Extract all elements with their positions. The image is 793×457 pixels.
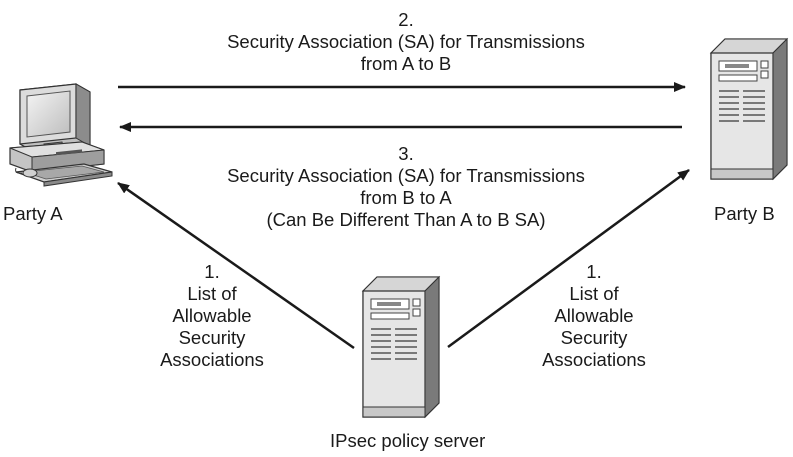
edge-label-line: Allowable [554, 305, 634, 326]
edge-label-line: (Can Be Different Than A to B SA) [266, 209, 546, 230]
edge-label-a-to-b: 2. Security Association (SA) for Transmi… [196, 9, 616, 75]
edge-label-line: Associations [160, 349, 264, 370]
desktop-computer-icon [9, 83, 113, 187]
edge-label-line: Security [560, 327, 628, 348]
edge-label-server-to-a: 1. List of Allowable Security Associatio… [142, 261, 282, 371]
edge-label-server-to-b: 1. List of Allowable Security Associatio… [524, 261, 664, 371]
step-number: 2. [398, 9, 414, 30]
arrow-server-to-a [117, 181, 355, 350]
edge-label-line: Security [178, 327, 246, 348]
arrow-server-to-b [447, 168, 690, 349]
step-number: 3. [398, 143, 414, 164]
edge-label-line: List of [187, 283, 237, 304]
edge-label-b-to-a: 3. Security Association (SA) for Transmi… [186, 143, 626, 231]
server-tower-icon [709, 37, 789, 181]
party-b-label: Party B [714, 203, 775, 224]
edge-label-line: Associations [542, 349, 646, 370]
edge-label-line: Allowable [172, 305, 252, 326]
edge-label-line: Security Association (SA) for Transmissi… [227, 165, 585, 186]
party-a-label: Party A [3, 203, 63, 224]
server-tower-icon [361, 275, 441, 419]
step-number: 1. [586, 261, 602, 282]
edge-label-line: from A to B [360, 53, 452, 74]
edge-label-line: List of [569, 283, 619, 304]
step-number: 1. [204, 261, 220, 282]
edge-label-line: from B to A [360, 187, 452, 208]
policy-server-label: IPsec policy server [330, 430, 486, 451]
edge-label-line: Security Association (SA) for Transmissi… [227, 31, 585, 52]
